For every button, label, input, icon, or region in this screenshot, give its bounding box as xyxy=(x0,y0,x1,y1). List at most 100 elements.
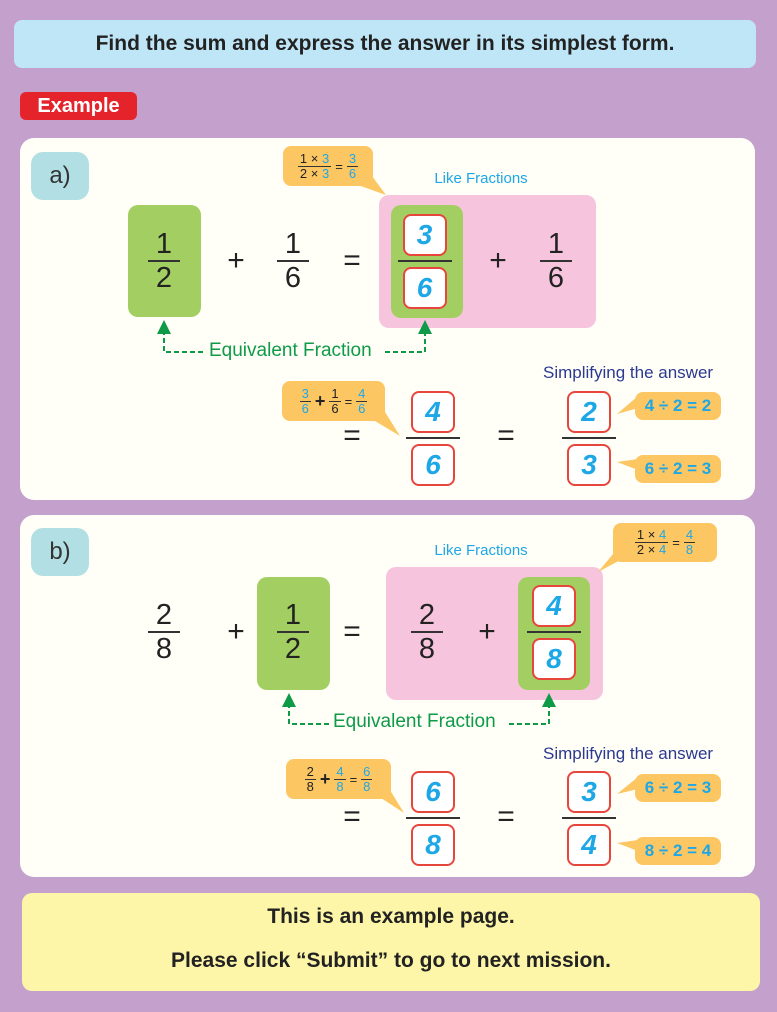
term-2-num: 4 xyxy=(334,763,346,780)
equivalent-fraction-4-8-numerator-box: 4 xyxy=(532,585,576,627)
footer-note: This is an example page. Please click “S… xyxy=(22,893,760,991)
callout-tail xyxy=(355,176,386,195)
result-den: 6 xyxy=(358,400,366,416)
fraction-1-6-denominator: 6 xyxy=(284,262,302,294)
equals-sign: = xyxy=(349,771,358,787)
callout-tail xyxy=(617,840,638,851)
equals-sign: = xyxy=(497,800,515,833)
fraction-2-8-bar xyxy=(148,631,180,633)
result-num: 4 xyxy=(683,527,696,543)
factor: 3 xyxy=(322,150,330,166)
arrow-up-icon xyxy=(418,320,432,334)
times: × xyxy=(310,150,319,166)
part-a-label: a) xyxy=(31,152,89,200)
result-num: 6 xyxy=(361,763,373,780)
part-b-label: b) xyxy=(31,528,89,576)
equivalent-arrow-a-right-line xyxy=(385,330,426,353)
fraction-2-8-like-numerator: 2 xyxy=(418,599,436,631)
sum-fraction-6-8-bar xyxy=(406,817,460,819)
d: 2 xyxy=(636,542,645,557)
plus-sign: + xyxy=(314,390,326,411)
callout-tail xyxy=(370,412,400,436)
result-den: 6 xyxy=(348,165,357,181)
plus-sign: + xyxy=(478,615,496,648)
factor: 4 xyxy=(659,542,667,557)
step-numerator-b: 6 ÷ 2 = 3 xyxy=(635,774,721,802)
sum-fraction-6-8-denominator-box: 8 xyxy=(411,824,455,866)
fraction-1-2-denominator: 2 xyxy=(284,633,302,665)
term-2-num: 1 xyxy=(329,385,341,402)
term-1-den: 8 xyxy=(306,778,314,794)
equivalent-fraction-label: Equivalent Fraction xyxy=(333,711,496,732)
sum-fraction-4-6-bar xyxy=(406,437,460,439)
equivalent-fraction-3-6-denominator-box: 6 xyxy=(402,267,447,309)
arrow-up-icon xyxy=(282,693,296,707)
term-1-num: 3 xyxy=(299,385,311,402)
callout-tail xyxy=(617,777,638,794)
simplified-fraction-2-3-numerator-box: 2 xyxy=(567,391,611,433)
simplified-fraction-3-4-bar xyxy=(562,817,616,819)
equals-sign: = xyxy=(672,535,680,550)
multiply-numerator: 1 × 3 xyxy=(297,150,332,167)
times: × xyxy=(647,542,656,557)
footer-line-2: Please click “Submit” to go to next miss… xyxy=(171,949,611,972)
example-badge: Example xyxy=(20,92,137,120)
n: 1 xyxy=(299,150,308,166)
equivalent-arrow-b-left-line xyxy=(288,703,329,725)
term-2-den: 6 xyxy=(331,400,339,416)
fraction-1-2-numerator: 1 xyxy=(155,228,173,260)
factor: 4 xyxy=(659,527,667,542)
like-fractions-label: Like Fractions xyxy=(434,170,528,187)
callout-tail xyxy=(598,548,628,572)
instruction-banner: Find the sum and express the answer in i… xyxy=(14,20,756,68)
equals-sign: = xyxy=(343,244,361,277)
step-numerator-a: 4 ÷ 2 = 2 xyxy=(635,392,721,420)
callout-tail xyxy=(378,790,404,813)
equivalent-arrow-b-right-line xyxy=(509,703,550,725)
plus-sign: + xyxy=(319,768,331,789)
factor: 3 xyxy=(322,165,330,181)
multiply-denominator: 2 × 4 xyxy=(637,543,666,557)
d: 2 xyxy=(299,165,308,181)
result-den: 8 xyxy=(363,778,371,794)
result-num: 3 xyxy=(346,150,359,167)
fraction-1-6-like-numerator: 1 xyxy=(547,228,565,260)
simplified-fraction-3-4-numerator-box: 3 xyxy=(567,771,611,813)
step-denominator-a: 6 ÷ 2 = 3 xyxy=(635,455,721,483)
multiply-denominator: 2 × 3 xyxy=(299,165,330,181)
fraction-1-6-bar xyxy=(277,260,309,262)
fraction-1-2-denominator: 2 xyxy=(155,262,173,294)
equivalent-fraction-3-6-bar xyxy=(397,260,452,262)
arrow-up-icon xyxy=(157,320,171,334)
equivalent-fraction-4-8-bar xyxy=(527,631,581,633)
times: × xyxy=(647,527,656,542)
plus-sign: + xyxy=(227,615,245,648)
n: 1 xyxy=(636,527,645,542)
fraction-1-6-like-bar xyxy=(540,260,572,262)
sum-fraction-4-6-numerator-box: 4 xyxy=(411,391,455,433)
fraction-1-2-bar xyxy=(148,260,180,262)
sum-fraction-4-6-denominator-box: 6 xyxy=(411,444,455,486)
fraction-1-2-bar xyxy=(277,631,309,633)
term-1-num: 2 xyxy=(304,763,316,780)
equivalent-fraction-3-6-numerator-box: 3 xyxy=(402,214,447,256)
fraction-2-8-like-bar xyxy=(411,631,443,633)
